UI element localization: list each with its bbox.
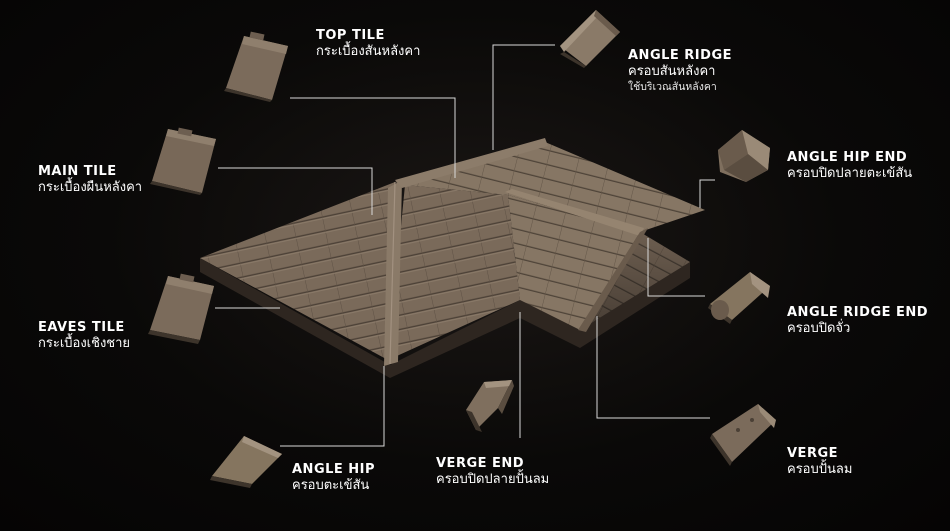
label-angle-hip-end-en: ANGLE HIP END (787, 150, 912, 166)
leader-line-top-tile (290, 98, 455, 178)
angle-hip-image (208, 430, 286, 488)
verge-end-image (462, 374, 518, 434)
roof-body (200, 138, 705, 378)
label-eaves-tile-th: กระเบื้องเชิงชาย (38, 336, 130, 352)
label-angle-hip-th: ครอบตะเข้สัน (292, 478, 375, 494)
label-angle-ridge-th2: ใช้บริเวณสันหลังคา (628, 81, 732, 94)
angle-ridge-image (556, 6, 624, 68)
label-main-tile-en: MAIN TILE (38, 164, 142, 180)
top-tile-image (222, 30, 292, 102)
label-verge-en: VERGE (787, 446, 852, 462)
label-verge-end: VERGE END ครอบปิดปลายปั้นลม (436, 456, 549, 489)
angle-hip-end-image (712, 126, 774, 186)
label-angle-ridge-end-th: ครอบปิดจั่ว (787, 321, 928, 337)
leader-line-verge (597, 316, 710, 418)
verge-image (708, 400, 780, 468)
label-angle-hip-en: ANGLE HIP (292, 462, 375, 478)
label-eaves-tile: EAVES TILE กระเบื้องเชิงชาย (38, 320, 130, 353)
label-angle-hip-end-th: ครอบปิดปลายตะเข้สัน (787, 166, 912, 182)
leader-line-angle-ridge (493, 45, 555, 150)
label-top-tile-th: กระเบื้องสันหลังคา (316, 44, 420, 60)
label-main-tile: MAIN TILE กระเบื้องผืนหลังคา (38, 164, 142, 197)
label-angle-ridge: ANGLE RIDGE ครอบสันหลังคา ใช้บริเวณสันหล… (628, 48, 732, 94)
label-angle-hip-end: ANGLE HIP END ครอบปิดปลายตะเข้สัน (787, 150, 912, 183)
label-angle-ridge-th: ครอบสันหลังคา (628, 64, 732, 80)
angle-ridge-end-image (706, 266, 774, 324)
label-angle-hip: ANGLE HIP ครอบตะเข้สัน (292, 462, 375, 495)
label-verge-end-th: ครอบปิดปลายปั้นลม (436, 472, 549, 488)
leader-line-angle-hip (280, 366, 384, 446)
eaves-tile-image (146, 272, 218, 344)
label-top-tile-en: TOP TILE (316, 28, 420, 44)
label-verge-end-en: VERGE END (436, 456, 549, 472)
main-tile-image (148, 125, 220, 195)
label-main-tile-th: กระเบื้องผืนหลังคา (38, 180, 142, 196)
label-angle-ridge-end: ANGLE RIDGE END ครอบปิดจั่ว (787, 305, 928, 338)
label-top-tile: TOP TILE กระเบื้องสันหลังคา (316, 28, 420, 61)
label-eaves-tile-en: EAVES TILE (38, 320, 130, 336)
label-verge: VERGE ครอบปั้นลม (787, 446, 852, 479)
label-verge-th: ครอบปั้นลม (787, 462, 852, 478)
label-angle-ridge-end-en: ANGLE RIDGE END (787, 305, 928, 321)
label-angle-ridge-en: ANGLE RIDGE (628, 48, 732, 64)
